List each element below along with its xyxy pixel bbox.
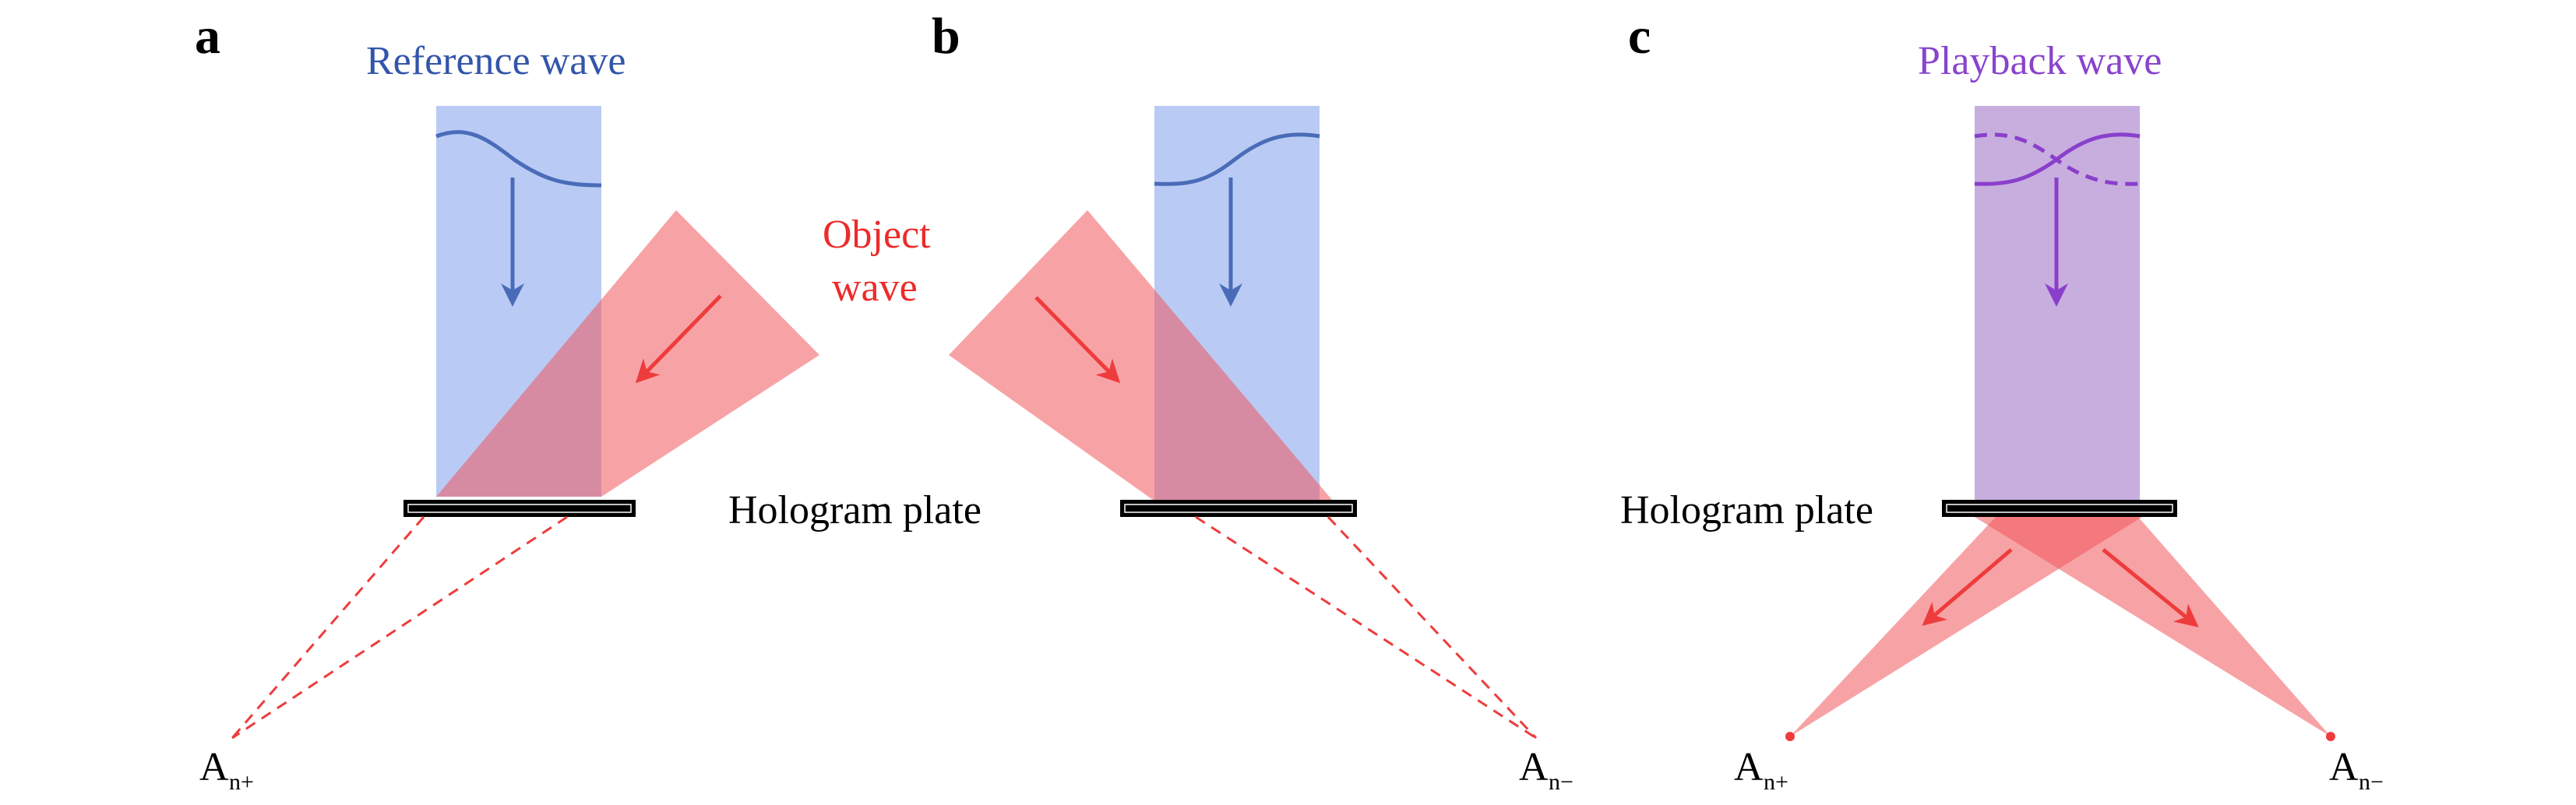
image-point-label-c-right: A n−	[2329, 745, 2384, 795]
panel-a: a Reference wave A n+	[195, 8, 819, 795]
diffracted-beam-right	[1975, 517, 2331, 736]
image-point-left	[1785, 732, 1795, 741]
playback-wavefront-dashed	[1974, 132, 2141, 186]
diffracted-arrow-left	[1922, 548, 2013, 626]
image-point-label-b: A n−	[1519, 745, 1573, 795]
virtual-ray-a-2	[231, 515, 568, 740]
hologram-plate-label-c: Hologram plate	[1620, 488, 1873, 533]
panel-letter-c: c	[1628, 8, 1651, 65]
virtual-ray-a-1	[231, 516, 425, 739]
hologram-plate-a	[403, 500, 636, 517]
object-wave-label-line1: Object	[823, 213, 931, 257]
reference-wave-label: Reference wave	[366, 39, 625, 83]
object-beam-b	[949, 210, 1332, 500]
object-beam-a	[436, 210, 819, 497]
object-wave-label-line2: wave	[832, 265, 918, 310]
svg-text:n+: n+	[1764, 769, 1788, 795]
playback-wave-label: Playback wave	[1918, 39, 2162, 83]
diffracted-arrow-right	[2102, 548, 2199, 627]
diffracted-beam-left	[1790, 517, 2142, 736]
panel-letter-b: b	[932, 8, 960, 65]
panel-b: b Object wave Hologram plate A n−	[728, 8, 1573, 795]
hologram-plate-b	[1120, 500, 1357, 517]
svg-text:A: A	[1519, 745, 1549, 789]
hologram-plate-c	[1942, 500, 2177, 517]
image-point-label-a: A n+	[199, 745, 254, 795]
image-point-right	[2326, 732, 2335, 741]
hologram-plate-label-b: Hologram plate	[728, 488, 981, 533]
virtual-ray-b-2	[1327, 515, 1538, 740]
svg-text:A: A	[199, 745, 229, 789]
object-arrow-b	[1034, 296, 1121, 384]
svg-text:A: A	[2329, 745, 2359, 789]
virtual-ray-b-1	[1195, 515, 1537, 740]
panel-letter-a: a	[195, 8, 220, 65]
svg-text:A: A	[1734, 745, 1764, 789]
playback-beam	[1975, 106, 2140, 500]
svg-text:n+: n+	[229, 769, 254, 795]
panel-c: c Playback wave Hologram plate A n+ A n−	[1620, 8, 2384, 795]
reference-wavefront-b	[1154, 132, 1320, 186]
svg-text:n−: n−	[1549, 769, 1573, 795]
svg-text:n−: n−	[2359, 769, 2384, 795]
image-point-label-c-left: A n+	[1734, 745, 1788, 795]
object-arrow-a	[635, 294, 722, 384]
reference-wavefront-a	[435, 130, 602, 188]
